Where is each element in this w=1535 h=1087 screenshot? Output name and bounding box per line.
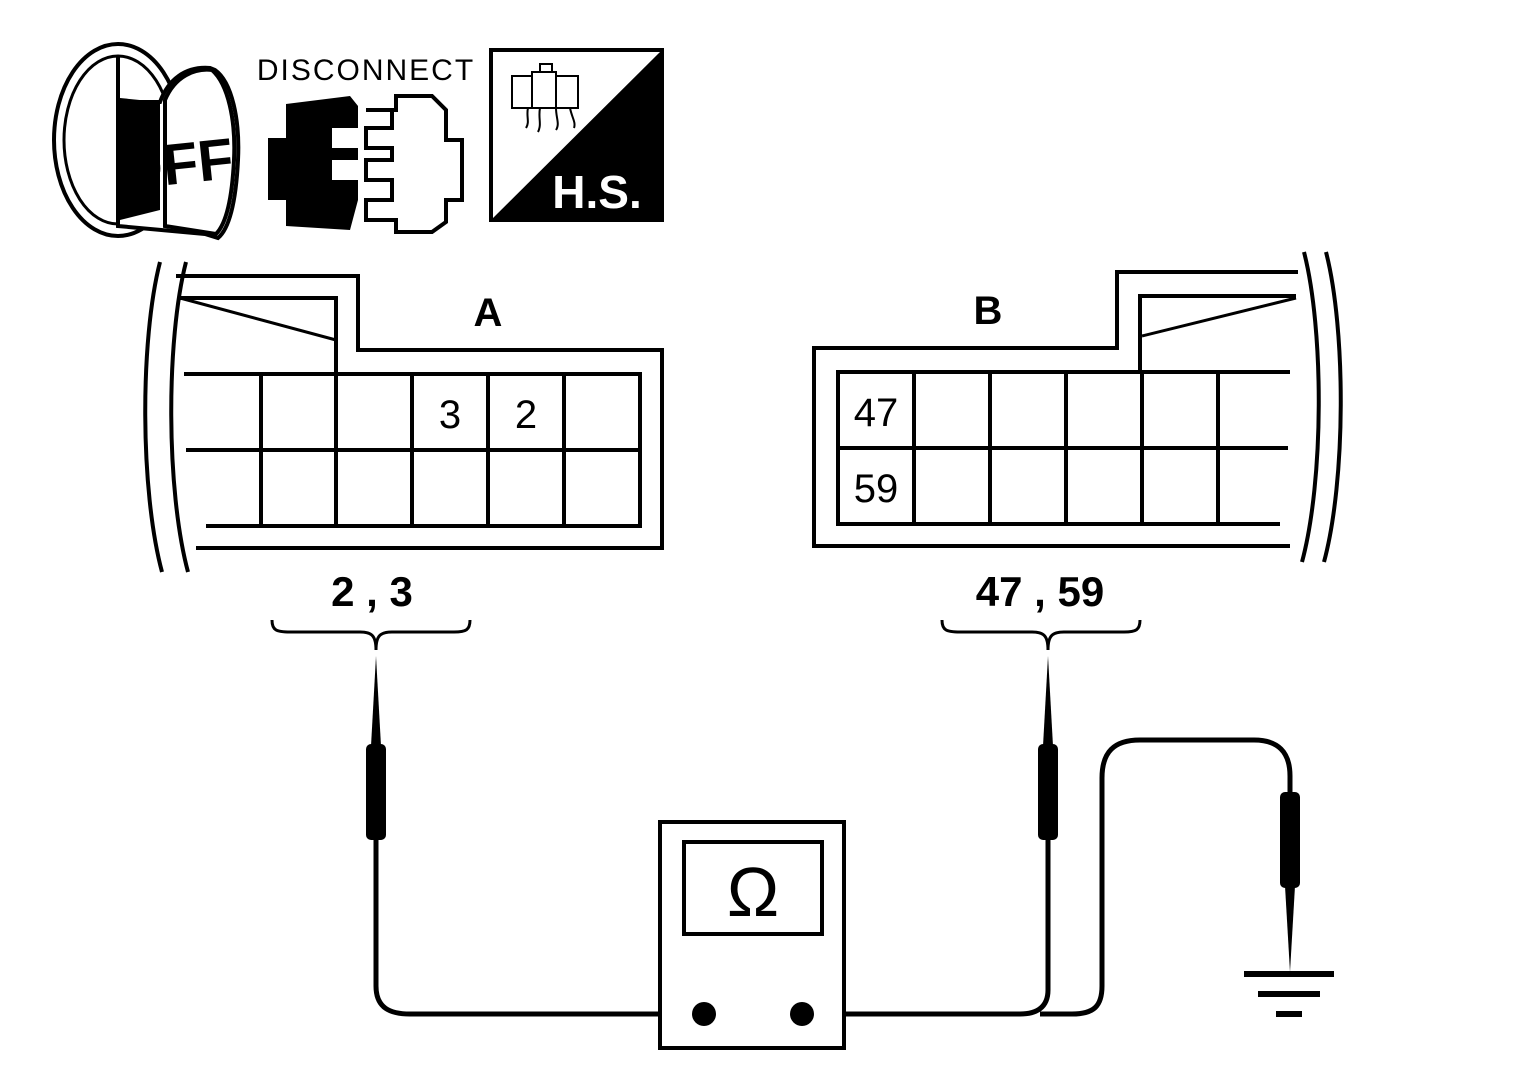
probe-a xyxy=(366,656,704,1017)
connector-disconnect-icon: DISCONNECT xyxy=(257,54,475,234)
probe-b xyxy=(802,656,1058,1017)
hs-label: H.S. xyxy=(552,166,641,218)
ohmmeter-icon: Ω xyxy=(658,820,846,1050)
off-label: OFF xyxy=(114,126,236,203)
brace-a xyxy=(270,619,472,651)
pin-3: 3 xyxy=(439,393,461,437)
meter-terminal-ohm xyxy=(790,1002,814,1026)
meter-terminal-com xyxy=(692,1002,716,1026)
ground-icon xyxy=(1244,971,1334,1017)
connector-b-label: B xyxy=(974,289,1003,333)
pin-2: 2 xyxy=(515,393,537,437)
connector-a: A 3 2 xyxy=(143,261,664,573)
pin-59: 59 xyxy=(854,467,899,511)
connector-b: B 47 59 xyxy=(812,251,1343,563)
probe-a-pins-label: 2 , 3 xyxy=(331,568,413,615)
ground-probe xyxy=(1040,737,1300,1017)
probe-b-pins-label: 47 , 59 xyxy=(976,568,1104,615)
harness-side-icon: H.S. xyxy=(489,48,664,222)
ohm-symbol: Ω xyxy=(727,853,779,931)
ignition-key-off-icon: OFF xyxy=(52,42,241,241)
disconnect-label: DISCONNECT xyxy=(257,54,475,87)
brace-b xyxy=(940,619,1142,651)
pin-47: 47 xyxy=(854,391,899,435)
connector-a-label: A xyxy=(474,291,503,335)
